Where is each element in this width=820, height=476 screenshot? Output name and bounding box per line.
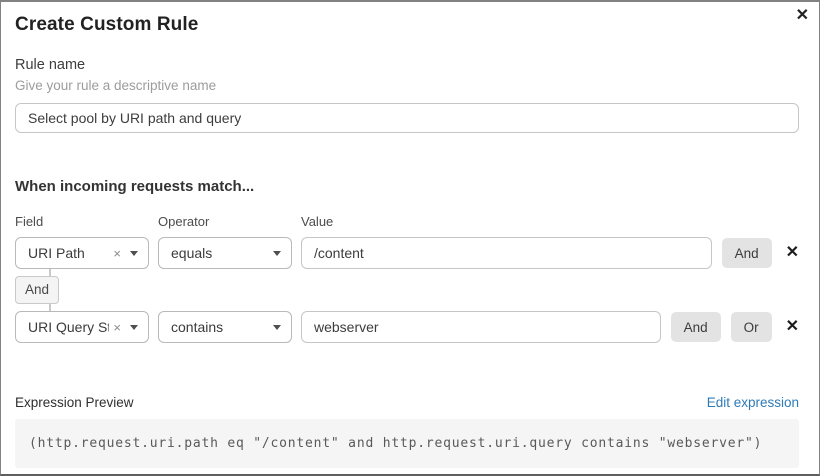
operator-select-2-value: contains <box>171 319 224 335</box>
close-icon[interactable]: ✕ <box>795 7 809 24</box>
match-section-heading: When incoming requests match... <box>15 178 255 195</box>
rule-name-label: Rule name <box>15 57 86 73</box>
connector-line <box>49 304 51 311</box>
field-select-2-value: URI Query St... <box>28 319 109 335</box>
and-connector-badge: And <box>15 276 60 304</box>
field-column-label: Field <box>15 214 44 229</box>
value-input-2[interactable] <box>301 311 661 343</box>
condition-row-2: URI Query St... × contains And Or ✕ <box>15 311 799 343</box>
clear-icon[interactable]: × <box>113 319 121 335</box>
field-select-2[interactable]: URI Query St... × <box>15 311 149 343</box>
operator-column-label: Operator <box>158 214 210 229</box>
rule-name-helper: Give your rule a descriptive name <box>15 78 217 93</box>
delete-condition-icon-2[interactable]: ✕ <box>785 318 799 335</box>
expression-preview-label: Expression Preview <box>15 395 134 410</box>
operator-select-1[interactable]: equals <box>158 237 292 269</box>
chevron-down-icon <box>130 250 138 256</box>
operator-select-1-value: equals <box>171 245 213 261</box>
expression-preview-header: Expression Preview Edit expression <box>15 395 799 410</box>
chevron-down-icon <box>273 324 281 330</box>
clear-icon[interactable]: × <box>113 245 121 261</box>
chevron-down-icon <box>130 324 138 330</box>
page-title: Create Custom Rule <box>15 14 199 35</box>
field-select-1[interactable]: URI Path × <box>15 237 149 269</box>
condition-column-labels: Field Operator Value <box>15 214 799 229</box>
condition-connector: And <box>15 269 799 311</box>
expression-code-block: (http.request.uri.path eq "/content" and… <box>15 419 799 468</box>
and-button-1[interactable]: And <box>721 238 772 268</box>
field-select-1-value: URI Path <box>28 245 85 261</box>
value-input-1[interactable] <box>301 237 712 269</box>
delete-condition-icon-1[interactable]: ✕ <box>785 244 799 261</box>
value-column-label: Value <box>301 214 334 229</box>
and-button-2[interactable]: And <box>670 312 721 342</box>
operator-select-2[interactable]: contains <box>158 311 292 343</box>
connector-line <box>49 269 51 276</box>
chevron-down-icon <box>273 250 281 256</box>
condition-row-1: URI Path × equals And ✕ <box>15 237 799 269</box>
rule-name-input[interactable] <box>15 103 799 133</box>
edit-expression-link[interactable]: Edit expression <box>706 395 799 410</box>
or-button-2[interactable]: Or <box>730 312 772 342</box>
